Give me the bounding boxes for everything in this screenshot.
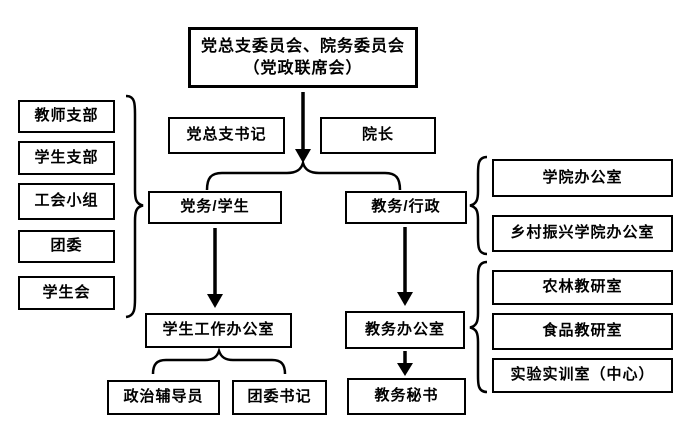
- node-political-counselor: 政治辅导员: [107, 380, 220, 415]
- node-top-committee: 党总支委员会、院务委员会 （党政联席会）: [188, 27, 418, 88]
- top-committee-line2: （党政联席会）: [243, 59, 363, 77]
- node-youth-league: 团委: [18, 230, 115, 263]
- node-academic-secretary: 教务秘书: [347, 378, 466, 415]
- brace-right-departments: [469, 260, 488, 394]
- top-committee-line1: 党总支委员会、院务委员会: [200, 37, 405, 55]
- arrow-party-to-studentoffice: [207, 228, 223, 308]
- node-academic-affairs-office: 教务办公室: [345, 311, 465, 349]
- arrow-office-to-secretary: [397, 351, 413, 376]
- node-student-work-office: 学生工作办公室: [145, 313, 292, 348]
- node-lab-training-center: 实验实训室（中心）: [492, 358, 673, 393]
- arrow-top-to-split: [295, 92, 311, 163]
- brace-left-group: [125, 94, 144, 319]
- node-academic-administration: 教务/行政: [345, 191, 467, 224]
- node-student-branch: 学生支部: [18, 141, 115, 175]
- node-rural-revitalization-office: 乡村振兴学院办公室: [492, 215, 673, 252]
- node-college-office: 学院办公室: [492, 159, 673, 197]
- node-youth-league-secretary: 团委书记: [232, 380, 327, 415]
- node-party-student-affairs: 党务/学生: [148, 191, 282, 224]
- node-student-union: 学生会: [18, 276, 115, 310]
- arrow-academic-to-office: [397, 227, 413, 306]
- brace-right-offices: [469, 155, 488, 256]
- node-food-teaching-office: 食品教研室: [492, 313, 673, 350]
- node-union-group: 工会小组: [18, 183, 115, 220]
- node-teacher-branch: 教师支部: [18, 100, 115, 133]
- node-agroforestry-teaching-office: 农林教研室: [492, 270, 673, 305]
- brace-split-top: [205, 158, 402, 191]
- node-party-branch-secretary: 党总支书记: [168, 117, 285, 154]
- node-dean: 院长: [320, 117, 436, 154]
- brace-student-office-children: [151, 347, 287, 375]
